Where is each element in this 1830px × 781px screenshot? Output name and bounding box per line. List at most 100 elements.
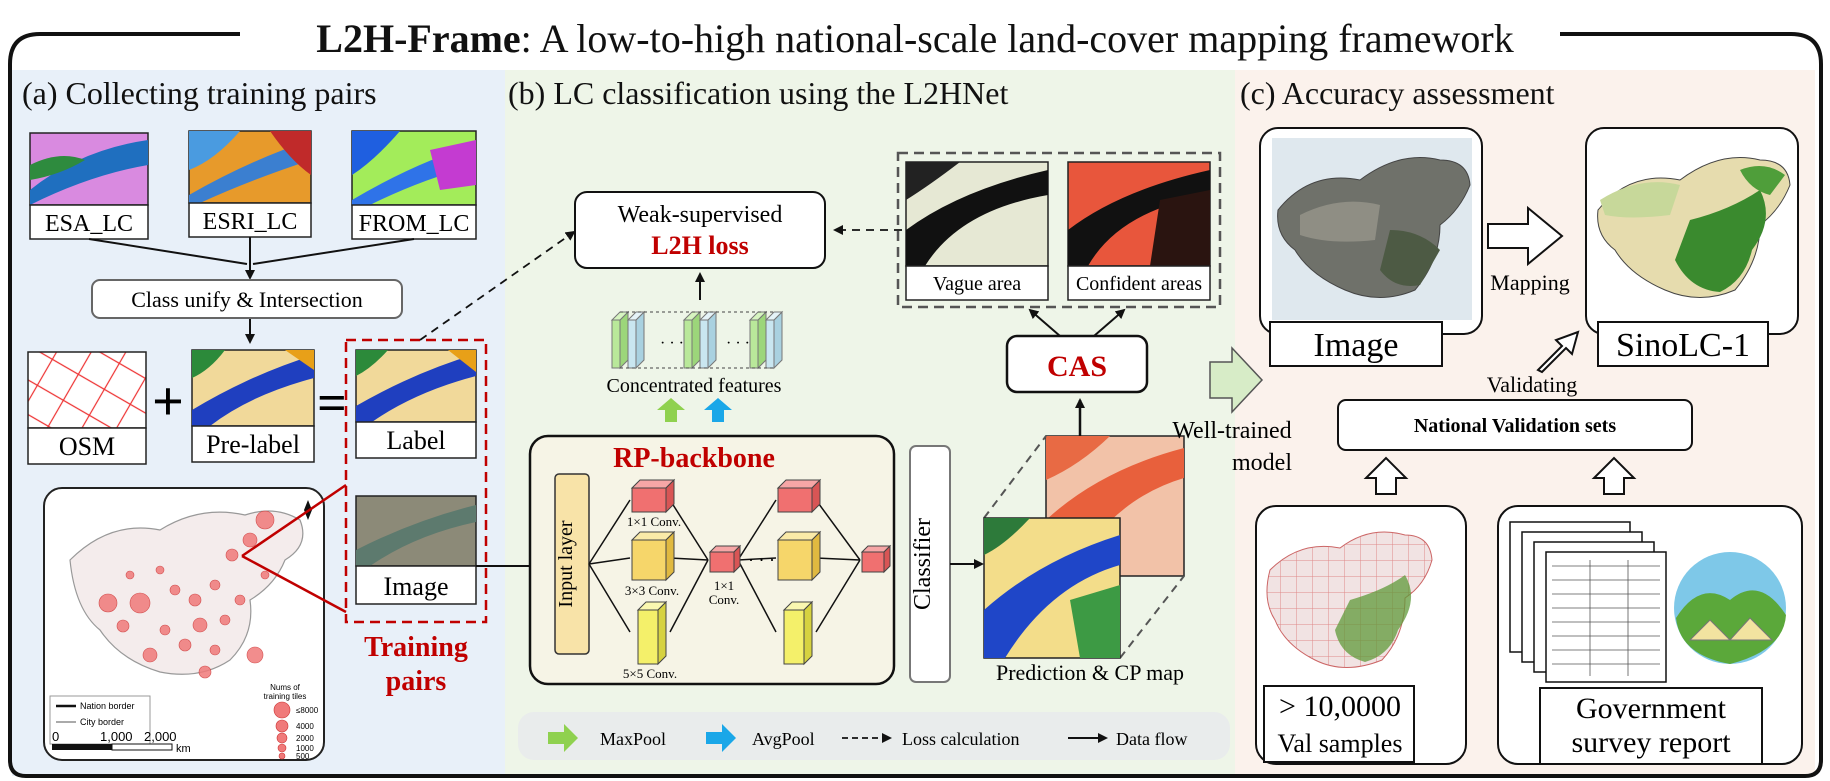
vague-area-label: Vague area [933, 273, 1021, 295]
conv-3x3-block [630, 530, 676, 582]
nums-title-2: training tiles [264, 692, 307, 701]
merge-conv-label-2: Conv. [709, 592, 740, 607]
legend-size-2: 2000 [296, 734, 314, 743]
legend-avgpool-icon [706, 724, 736, 752]
training-pairs-text-2: pairs [386, 666, 447, 697]
conv-1x1-block [630, 478, 676, 514]
esri-lc-label: ESRI_LC [203, 209, 298, 235]
prediction-map-tile [983, 517, 1121, 659]
cas-to-confident-arrow [1093, 308, 1126, 337]
scale-bar: 0 1,000 2,000 km [52, 729, 191, 755]
osm-label-box [27, 427, 147, 465]
svg-text:· · ·: · · · [660, 335, 684, 352]
nation-border-label: Nation border [80, 701, 135, 711]
conv-5x5-block-2 [782, 600, 814, 666]
svg-text:2,000: 2,000 [144, 729, 177, 744]
prelabel-label: Pre-label [206, 430, 300, 459]
stack-line-1 [983, 435, 1047, 519]
figure-title: L2H-Frame: A low-to-high national-scale … [316, 16, 1513, 61]
l2h-loss-box [574, 191, 826, 269]
conv-5x5-block [636, 600, 668, 666]
prelabel-tile [191, 349, 315, 463]
conv-5x5-label: 5×5 Conv. [623, 666, 677, 681]
plus-sign: + [152, 371, 184, 433]
mapping-arrow-icon [1487, 205, 1564, 267]
legend-size-0: ≤8000 [296, 706, 319, 715]
label-to-loss-arrow [419, 230, 576, 341]
conv-1x1-block-2 [776, 478, 822, 514]
classifier-label: Classifier [910, 518, 936, 610]
outer-frame [8, 32, 1823, 778]
image-label: Image [384, 572, 449, 601]
merge-conv-label-1: 1×1 [714, 578, 734, 593]
from-lc-tile: FROM_LC [351, 130, 477, 240]
osm-label: OSM [59, 432, 115, 461]
panel-c-heading: (c) Accuracy assessment [1240, 75, 1555, 111]
svg-text:1,000: 1,000 [100, 729, 133, 744]
conv-3x3-block-2 [776, 530, 822, 582]
confident-areas-tile [1067, 161, 1211, 301]
cas-box [1005, 334, 1149, 394]
map-to-pairs-line-2 [241, 554, 347, 614]
rp-backbone-label: RP-backbone [613, 443, 775, 474]
image-result-label: Image [1314, 327, 1399, 364]
esa-lc-tile: ESA_LC [29, 132, 149, 240]
training-tiles-map: Nation border City border Nums of traini… [43, 487, 325, 761]
equals-sign: = [317, 375, 347, 432]
legend-size-3: 1000 [296, 744, 314, 753]
national-validation-box [1337, 399, 1693, 451]
legend-loss-label: Loss calculation [902, 729, 1019, 749]
china-image-box [1259, 127, 1483, 367]
vague-area-tile [905, 161, 1049, 301]
mapping-label: Mapping [1490, 270, 1569, 295]
well-trained-arrow-icon [1209, 346, 1264, 414]
maxpool-arrow-icon [657, 398, 685, 422]
merge-conv-block-2 [860, 544, 892, 574]
class-unify-label: Class unify & Intersection [131, 287, 363, 312]
input-layer-label: Input layer [555, 520, 577, 608]
from-lc-label: FROM_LC [359, 211, 470, 237]
legend-maxpool-label: MaxPool [600, 729, 666, 749]
stack-line-2 [1119, 575, 1185, 659]
merge-conv-block [708, 544, 742, 574]
class-unify-box [91, 279, 403, 319]
legend-size-4: 500 [296, 752, 310, 761]
val-samples-label: Val samples [1278, 729, 1403, 758]
svg-text:· · ·: · · · [726, 335, 750, 352]
cas-output-box [896, 151, 1222, 309]
well-trained-label-1: Well-trained [1172, 418, 1291, 444]
training-pairs-box [344, 338, 488, 624]
val-samples-box [1255, 505, 1467, 765]
esa-lc-label: ESA_LC [45, 211, 133, 237]
map-to-pairs-line-1 [241, 483, 347, 558]
legend-size-1: 4000 [296, 722, 314, 731]
gov-label-1: Government [1576, 692, 1727, 725]
validating-arrow-icon [1536, 330, 1580, 374]
val-samples-up-arrow-icon [1363, 456, 1409, 495]
concentrated-features-label: Concentrated features [607, 375, 782, 397]
legend-maxpool-icon [548, 724, 578, 752]
validating-label: Validating [1487, 372, 1577, 397]
val-samples-count: > 10,0000 [1279, 690, 1401, 723]
gov-report-up-arrow-icon [1591, 456, 1637, 495]
cas-to-vague-arrow [1028, 308, 1061, 337]
prediction-label: Prediction & CP map [996, 660, 1184, 685]
panel-a-heading: (a) Collecting training pairs [22, 75, 377, 111]
gov-label-2: survey report [1571, 726, 1731, 759]
concentrated-features: · · · · · · [610, 310, 784, 370]
avgpool-arrow-icon [704, 398, 732, 422]
label-label: Label [386, 426, 445, 455]
weak-supervised-label: Weak-supervised [618, 202, 783, 228]
l2h-loss-label: L2H loss [651, 231, 749, 260]
gov-emblem-icon [1674, 552, 1786, 664]
ellipsis: · · · [748, 550, 775, 570]
legend-avgpool-label: AvgPool [752, 729, 815, 749]
label-tile [355, 349, 477, 459]
legend-flow-label: Data flow [1116, 729, 1187, 749]
cas-label: CAS [1047, 350, 1107, 383]
training-pairs-text-1: Training [364, 632, 468, 663]
image-tile [355, 495, 477, 605]
city-border-label: City border [80, 717, 124, 727]
nums-title-1: Nums of [270, 683, 301, 692]
